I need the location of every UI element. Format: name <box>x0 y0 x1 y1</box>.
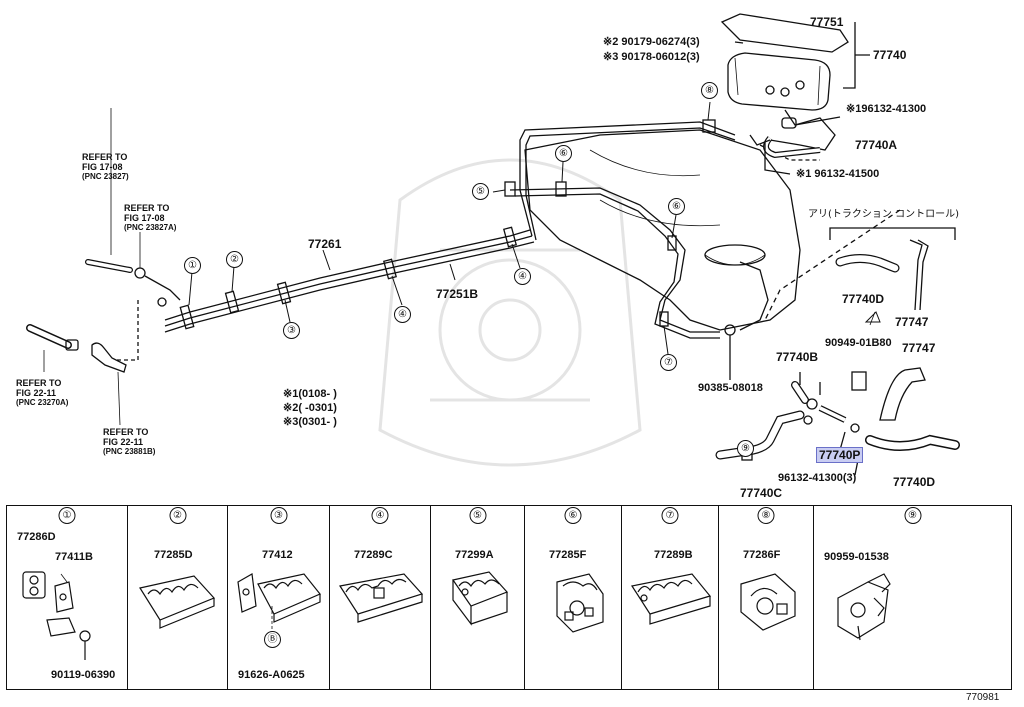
callout-1[interactable]: ① <box>184 257 201 274</box>
leader-b-icon <box>271 606 273 630</box>
part-label-90178-06012[interactable]: ※3 90178-06012(3) <box>603 51 700 63</box>
legend-cell-4: ④ 77289C <box>330 506 431 689</box>
callout-5[interactable]: ⑤ <box>472 183 489 200</box>
part-label-77747-mid[interactable]: 77747 <box>902 341 936 355</box>
clamp-icon-7 <box>631 573 712 625</box>
legend-part-77285F[interactable]: 77285F <box>549 549 587 561</box>
ref-note-22-11-a: REFER TO FIG 22-11 (PNC 23270A) <box>16 378 69 407</box>
callout-8[interactable]: ⑧ <box>701 82 718 99</box>
legend-part-77285D[interactable]: 77285D <box>154 549 193 561</box>
part-label-77740D-top[interactable]: 77740D <box>842 292 885 306</box>
legend-part-77286F[interactable]: 77286F <box>743 549 781 561</box>
part-label-96132-41500[interactable]: ※1 96132-41500 <box>796 168 880 180</box>
part-label-90949-01B80[interactable]: 90949-01B80 <box>825 337 892 349</box>
legend-cell-3: ③ 77412 Ⓑ 91626-A0625 <box>228 506 330 689</box>
legend-mark-4: ④ <box>371 507 389 524</box>
date-note-1: ※1(0108- ) <box>283 388 337 400</box>
callout-leaders <box>188 101 711 355</box>
callout-6a[interactable]: ⑥ <box>555 145 572 162</box>
clamp-icon-8 <box>740 573 796 631</box>
legend-mark-8: ⑧ <box>757 507 775 524</box>
date-note-2: ※2( -0301) <box>283 402 337 414</box>
clamp-icon-5 <box>451 571 509 626</box>
fuel-tank <box>524 129 801 331</box>
fuel-line-bundle <box>164 121 769 339</box>
diagram-artwork <box>26 13 960 476</box>
legend-cell-5: ⑤ 77299A <box>431 506 525 689</box>
callout-6b[interactable]: ⑥ <box>668 198 685 215</box>
legend-mark-2: ② <box>169 507 186 524</box>
legend-mark-3: ③ <box>270 507 287 524</box>
legend-part-77289B[interactable]: 77289B <box>654 549 693 561</box>
legend-cell-6: ⑥ 77285F <box>525 506 622 689</box>
legend-mark-9: ⑨ <box>904 507 921 524</box>
part-label-77261[interactable]: 77261 <box>308 237 342 251</box>
part-label-77740B[interactable]: 77740B <box>776 350 819 364</box>
legend-cell-9: ⑨ 90959-01538 <box>814 506 1011 689</box>
part-label-77740A[interactable]: 77740A <box>855 138 898 152</box>
clamp-icon-4 <box>339 573 424 623</box>
clamp-icon-6 <box>556 573 604 633</box>
legend-mark-6: ⑥ <box>564 507 582 524</box>
part-label-77740P[interactable]: 77740P <box>816 447 864 463</box>
legend-mark-b: Ⓑ <box>264 631 281 648</box>
callout-9[interactable]: ⑨ <box>737 440 754 457</box>
traction-bracket <box>829 227 956 240</box>
callout-3[interactable]: ③ <box>283 322 300 339</box>
traction-hoses <box>835 239 960 451</box>
legend-mark-7: ⑦ <box>661 507 679 524</box>
legend-part-77286D[interactable]: 77286D <box>17 531 56 543</box>
callout-2[interactable]: ② <box>226 251 243 268</box>
traction-control-note: アリ(トラクション コントロール) <box>808 209 959 220</box>
part-label-77740[interactable]: 77740 <box>873 48 907 62</box>
part-label-90179-06274[interactable]: ※2 90179-06274(3) <box>603 36 700 48</box>
legend-cell-1: ① 77286D 77411B 90119-06390 <box>7 506 128 689</box>
legend-part-91626-A0625[interactable]: 91626-A0625 <box>238 669 305 681</box>
part-label-96132-41300-3[interactable]: 96132-41300(3) <box>778 472 857 484</box>
clamp-legend-table: ① 77286D 77411B 90119-06390 ② 77285D <box>6 505 1012 690</box>
legend-cell-7: ⑦ 77289B <box>622 506 719 689</box>
clamp-icon-9 <box>837 573 891 641</box>
ref-note-17-08-b: REFER TO FIG 17-08 (PNC 23827A) <box>124 203 177 232</box>
legend-part-77299A[interactable]: 77299A <box>455 549 494 561</box>
callout-4a[interactable]: ④ <box>394 306 411 323</box>
legend-part-90119-06390[interactable]: 90119-06390 <box>51 669 116 681</box>
ref-note-22-11-b: REFER TO FIG 22-11 (PNC 23881B) <box>103 427 156 456</box>
part-label-77740D-bot[interactable]: 77740D <box>893 475 936 489</box>
legend-part-77289C[interactable]: 77289C <box>354 549 393 561</box>
part-label-77740C[interactable]: 77740C <box>740 486 783 500</box>
callout-7[interactable]: ⑦ <box>660 354 677 371</box>
legend-part-77412[interactable]: 77412 <box>262 549 293 561</box>
callout-4b[interactable]: ④ <box>514 268 531 285</box>
part-label-196132-41300[interactable]: ※196132-41300 <box>846 103 927 115</box>
part-label-77751[interactable]: 77751 <box>810 15 844 29</box>
watermark-emblem <box>378 158 642 467</box>
legend-mark-5: ⑤ <box>469 507 486 524</box>
left-end-parts <box>26 108 181 426</box>
charcoal-canister <box>720 13 901 321</box>
part-label-77251B[interactable]: 77251B <box>436 287 479 301</box>
date-note-3: ※3(0301- ) <box>283 416 337 428</box>
legend-part-77411B[interactable]: 77411B <box>55 551 93 563</box>
part-label-77747-top[interactable]: 77747 <box>895 315 929 329</box>
clamp-icon-3 <box>237 573 321 623</box>
legend-cell-2: ② 77285D <box>128 506 228 689</box>
part-label-90385-08018[interactable]: 90385-08018 <box>698 382 763 394</box>
figure-code: 770981 <box>966 692 1000 703</box>
ref-note-17-08-a: REFER TO FIG 17-08 (PNC 23827) <box>82 152 129 181</box>
clamp-icon-1 <box>22 571 91 660</box>
clamp-icon-2 <box>139 575 216 629</box>
legend-mark-1: ① <box>58 507 76 524</box>
legend-part-90959-01538[interactable]: 90959-01538 <box>824 551 889 563</box>
legend-cell-8: ⑧ 77286F <box>719 506 814 689</box>
